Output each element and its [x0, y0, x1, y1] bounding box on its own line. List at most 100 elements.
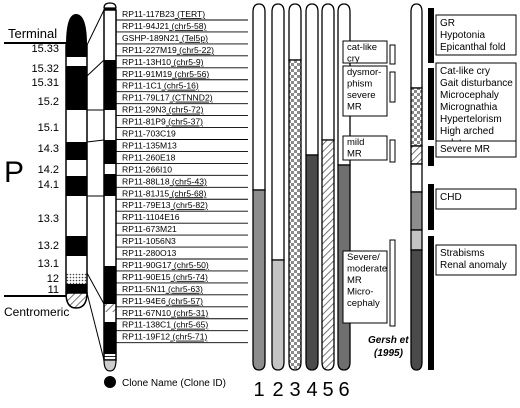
phenotype-text: Gait disturbance [440, 78, 513, 89]
gersh-region-text: cry [347, 54, 360, 65]
clone-name: RP11-88L18 [122, 176, 170, 186]
seg-a [104, 10, 116, 60]
clone-label: RP11-90G17 (chr5-50) [122, 260, 209, 270]
clone-id: (chr5-16) [162, 81, 199, 91]
clone-id: (CTNND2) [170, 93, 213, 103]
seg-g [104, 196, 116, 266]
patient-number: 1 [253, 379, 264, 401]
clone-row: RP11-5N11 (chr5-63) [116, 284, 248, 296]
phenotype-box [435, 188, 517, 210]
clone-label: RP11-5N11 (chr5-63) [122, 284, 203, 294]
telomere-cap [66, 14, 87, 45]
gersh-region-text: dysmor- [347, 67, 381, 78]
seg-l [104, 354, 116, 360]
clone-name: RP11-94E6 [122, 296, 166, 306]
clone-row: GSHP-189N21 (Tel5p) [116, 33, 248, 45]
clone-name: RP11-703C19 [122, 129, 176, 139]
phenotype-group: Severe MR [435, 140, 517, 158]
clone-row: RP11-673M21 [116, 224, 248, 236]
gersh-region-text: MR [347, 149, 362, 160]
band-label: 13.2 [38, 240, 59, 252]
clone-id: (chr5-82) [171, 200, 208, 210]
phenotype-bracket-4 [428, 184, 434, 230]
clone-label: RP11-88L18 (chr5-43) [122, 176, 207, 186]
band-15-31 [66, 66, 87, 76]
clone-row: RP11-703C19 [116, 129, 248, 140]
phenotype-text: Microcephaly [440, 90, 499, 101]
seg-h [104, 266, 116, 304]
clone-name: RP11-79E13 [122, 200, 171, 210]
seg-e [104, 164, 116, 174]
gersh-region-text: moderate [347, 264, 387, 275]
clone-labels: RP11-117B23 (TERT)RP11-94J21 (chr5-58)GS… [116, 9, 248, 344]
gersh-region-box [342, 135, 388, 161]
patient-number: 2 [272, 379, 283, 401]
clone-id: (chr5-9) [171, 57, 204, 67]
clone-name: RP11-13H10 [122, 57, 171, 67]
band-label: 15.31 [31, 77, 59, 89]
band-13-2 [66, 236, 87, 256]
patient-3-bar [288, 3, 302, 371]
clone-row: RP11-13H10 (chr5-9) [116, 57, 248, 69]
band-14-3 [66, 142, 87, 160]
key-marker [104, 376, 116, 388]
clone-column-top [104, 8, 116, 10]
clone-name: RP11-19F12 [122, 332, 170, 342]
clone-row: RP11-81J15 (chr5-68) [116, 188, 248, 200]
clone-name: RP11-67N10 [122, 308, 171, 318]
gersh-bar-3 [389, 139, 396, 163]
clone-row: RP11-280O13 [116, 248, 248, 260]
patient-number: 4 [306, 379, 317, 401]
clone-key-label: Clone Name (Clone ID) [122, 378, 226, 389]
clone-name: RP11-1056N3 [122, 236, 176, 246]
clone-name: GSHP-189N21 [122, 33, 180, 43]
centromere [65, 292, 88, 309]
clone-name: RP11-81J15 [122, 188, 169, 198]
clone-name: RP11-91M19 [122, 69, 172, 79]
clone-label: RP11-117B23 (TERT) [122, 9, 205, 19]
clone-row: RP11-1104E16 [116, 212, 248, 224]
band-11 [66, 284, 87, 293]
band-label: 14.3 [38, 143, 59, 155]
phenotype-text: GR [440, 18, 455, 29]
clone-id: (chr5-72) [166, 105, 203, 115]
clone-label: RP11-67N10 (chr5-31) [122, 308, 208, 318]
clone-name: RP11-1C1 [122, 81, 162, 91]
clone-name: RP11-117B23 [122, 9, 175, 19]
clone-label: RP11-1104E16 [122, 212, 180, 222]
clone-name: RP11-138C1 [122, 320, 171, 330]
clone-label: RP11-673M21 [122, 224, 177, 234]
clone-label: RP11-227M19 (chr5-22) [122, 45, 214, 55]
band-15-2 [66, 76, 87, 110]
clone-name: RP11-90E15 [122, 272, 171, 282]
band-13-1 [66, 256, 87, 273]
clone-row: RP11-19F12 (chr5-71) [116, 332, 248, 344]
gersh-bar-2 [389, 71, 396, 103]
clone-label: RP11-94E6 (chr5-57) [122, 296, 203, 306]
clone-id: (TERT) [175, 9, 206, 19]
patient-number: 5 [322, 379, 333, 401]
clone-label: RP11-703C19 [122, 129, 176, 139]
clone-id: (chr5-31) [171, 308, 208, 318]
phenotype-text: Hypertelorism [440, 114, 502, 125]
band-label: 15.33 [31, 43, 59, 55]
gersh-region-text: severe [347, 90, 376, 101]
clone-row: RP11-79L17 (CTNND2) [116, 93, 248, 105]
clone-label: RP11-1056N3 [122, 236, 176, 246]
clone-column: RP11-117B23 (TERT)RP11-94J21 (chr5-58)GS… [86, 2, 248, 389]
seg-i [104, 304, 116, 312]
gersh-region-text: cat-like [347, 42, 377, 53]
clone-id: (chr5-74) [171, 272, 208, 282]
clone-id: (Tel5p) [179, 33, 208, 43]
phenotype-text: High arched [440, 126, 494, 137]
clone-label: RP11-1C1 (chr5-16) [122, 81, 199, 91]
clone-row: RP11-67N10 (chr5-31) [116, 308, 248, 320]
clone-row: RP11-94E6 (chr5-57) [116, 296, 248, 308]
clone-label: RP11-13H10 (chr5-9) [122, 57, 204, 67]
clone-label: RP11-260E18 [122, 152, 176, 162]
centromeric-label: Centromeric [4, 305, 69, 319]
